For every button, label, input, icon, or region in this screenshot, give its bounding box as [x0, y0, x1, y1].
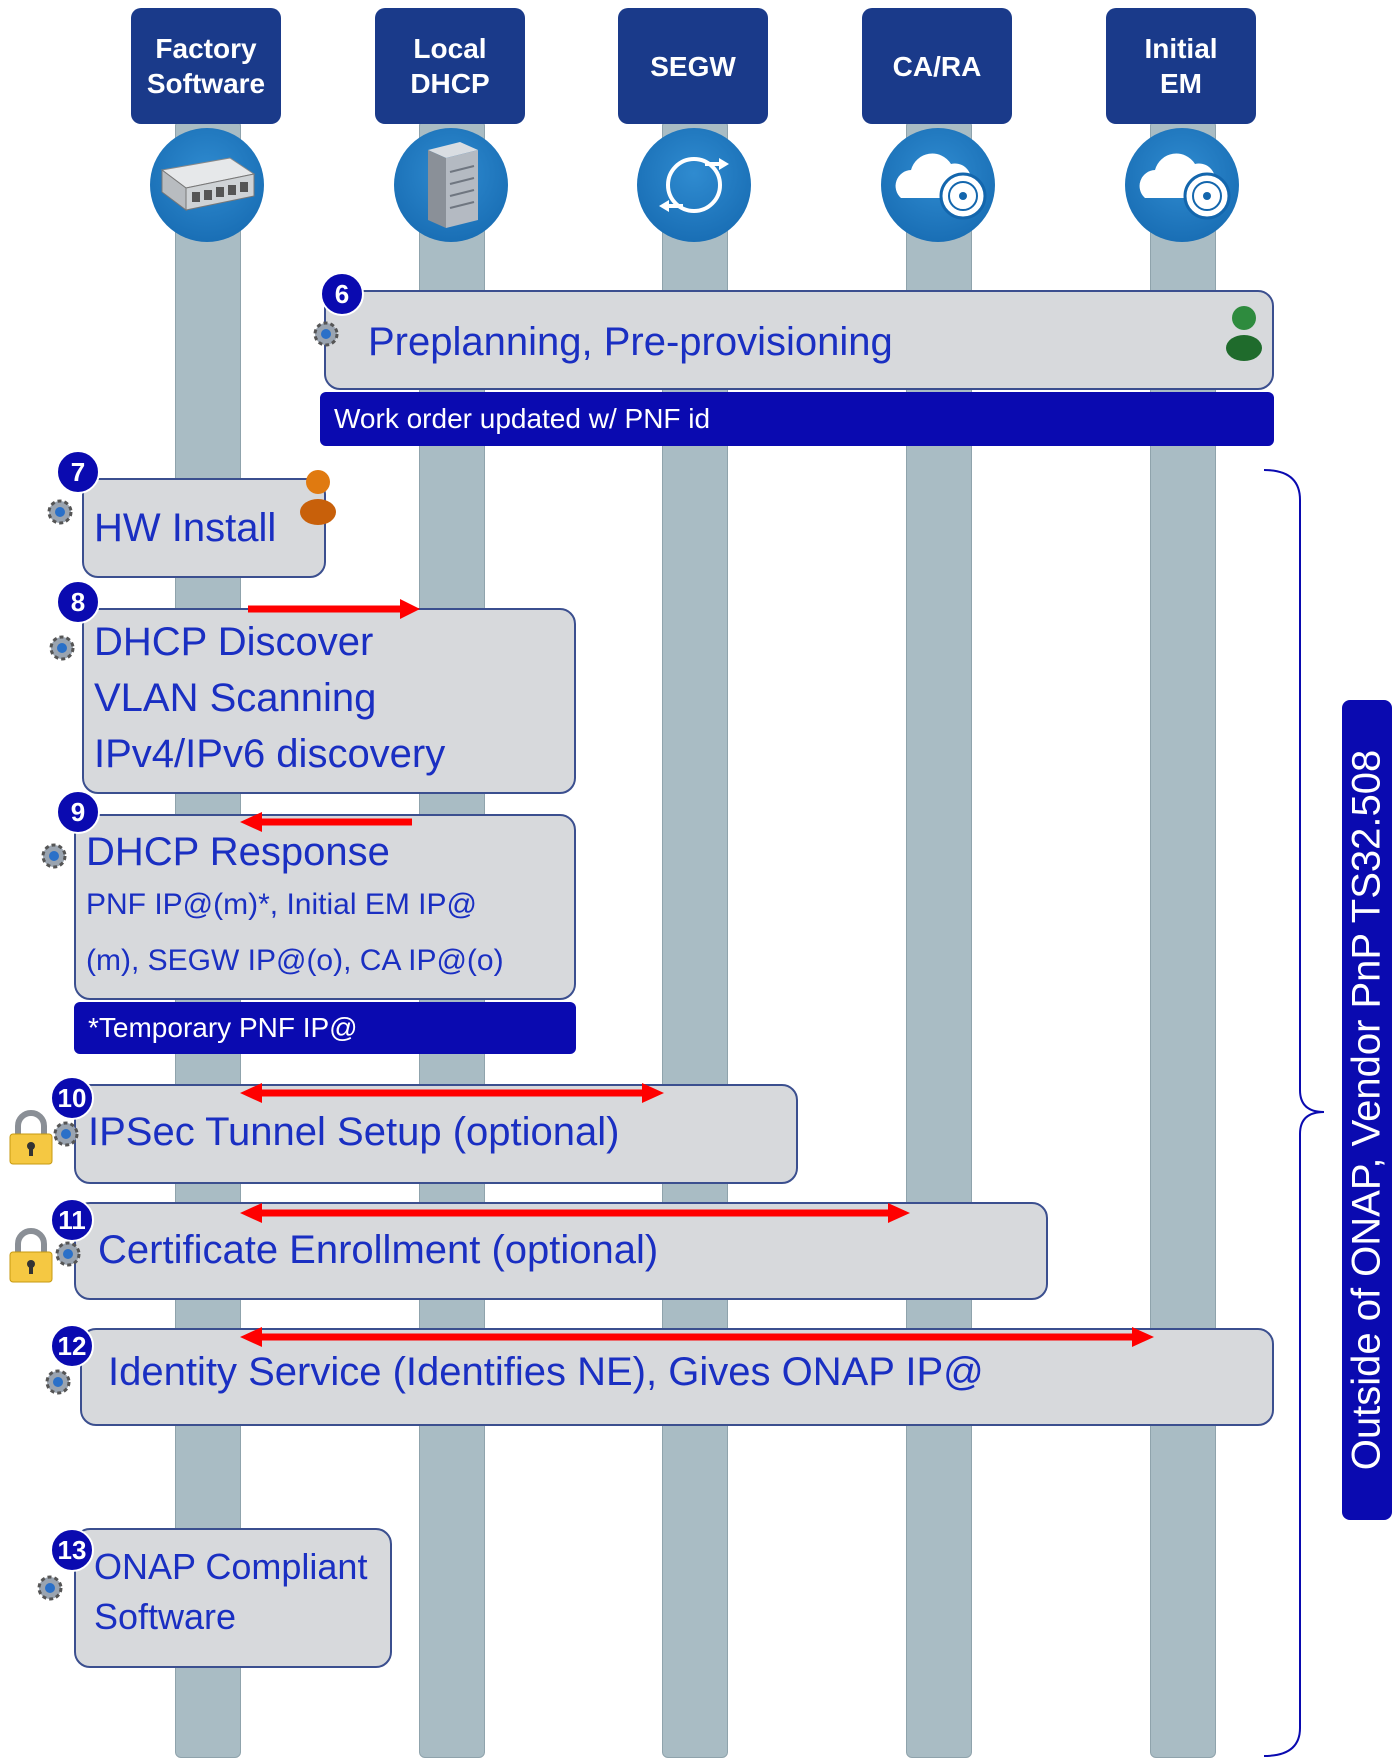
step-11-box: Certificate Enrollment (optional): [74, 1202, 1048, 1300]
step-11-badge: 11: [50, 1198, 94, 1242]
step-13-box: ONAP Compliant Software: [74, 1528, 392, 1668]
step-7-title: HW Install: [94, 506, 277, 550]
server-icon: [394, 128, 508, 242]
lock-icon: [9, 1228, 53, 1283]
gear-icon: [49, 635, 75, 661]
step-10-title: IPSec Tunnel Setup (optional): [88, 1110, 620, 1154]
step-12-title: Identity Service (Identifies NE), Gives …: [108, 1350, 984, 1394]
step-12-box: Identity Service (Identifies NE), Gives …: [80, 1328, 1274, 1426]
step-8-line3: IPv4/IPv6 discovery: [94, 732, 446, 776]
person-green-icon: [1226, 306, 1262, 361]
scope-brace: [1263, 469, 1325, 1757]
gear-icon: [41, 843, 67, 869]
step-9-line2: (m), SEGW IP@(o), CA IP@(o): [86, 944, 504, 977]
gear-icon: [55, 1241, 81, 1267]
step-13-badge: 13: [50, 1528, 94, 1572]
gateway-icon: [637, 128, 751, 242]
cloud-disc-icon: [881, 128, 995, 242]
side-label-text: Outside of ONAP, Vendor PnP TS32.508: [1344, 749, 1389, 1471]
gear-icon: [37, 1575, 63, 1601]
cloud-disc-icon: [1125, 128, 1239, 242]
step-7-box: HW Install: [82, 478, 326, 578]
header-ca-ra: CA/RA: [862, 8, 1012, 124]
gear-icon: [53, 1121, 79, 1147]
step-8-line1: DHCP Discover: [94, 620, 374, 664]
step-10-box: IPSec Tunnel Setup (optional): [74, 1084, 798, 1184]
step-8-badge: 8: [56, 580, 100, 624]
step-9-line1: PNF IP@(m)*, Initial EM IP@: [86, 888, 477, 921]
step-7-badge: 7: [56, 450, 100, 494]
header-initial-em: Initial EM: [1106, 8, 1256, 124]
step-13-line2: Software: [94, 1596, 237, 1637]
header-segw: SEGW: [618, 8, 768, 124]
side-label-box: [1342, 700, 1392, 1520]
step-6-note: Work order updated w/ PNF id: [320, 392, 1274, 446]
step-12-badge: 12: [50, 1324, 94, 1368]
step-13-line1: ONAP Compliant: [94, 1546, 368, 1587]
person-orange-icon: [300, 470, 336, 525]
step-10-badge: 10: [50, 1076, 94, 1120]
step-6-title: Preplanning, Pre-provisioning: [368, 320, 893, 364]
lock-icon: [9, 1110, 53, 1165]
step-8-line2: VLAN Scanning: [94, 676, 377, 720]
hardware-icon: [150, 128, 264, 242]
step-9-note: *Temporary PNF IP@: [74, 1002, 576, 1054]
step-9-title: DHCP Response: [86, 830, 390, 874]
header-local-dhcp: Local DHCP: [375, 8, 525, 124]
gear-icon: [313, 321, 339, 347]
step-9-box: DHCP Response PNF IP@(m)*, Initial EM IP…: [74, 814, 576, 1000]
step-11-title: Certificate Enrollment (optional): [98, 1228, 659, 1272]
gear-icon: [45, 1369, 71, 1395]
step-6-box: Preplanning, Pre-provisioning: [324, 290, 1274, 390]
gear-icon: [47, 499, 73, 525]
step-6-badge: 6: [320, 272, 364, 316]
header-factory-software: Factory Software: [131, 8, 281, 124]
step-8-box: DHCP Discover VLAN Scanning IPv4/IPv6 di…: [82, 608, 576, 794]
step-9-badge: 9: [56, 790, 100, 834]
